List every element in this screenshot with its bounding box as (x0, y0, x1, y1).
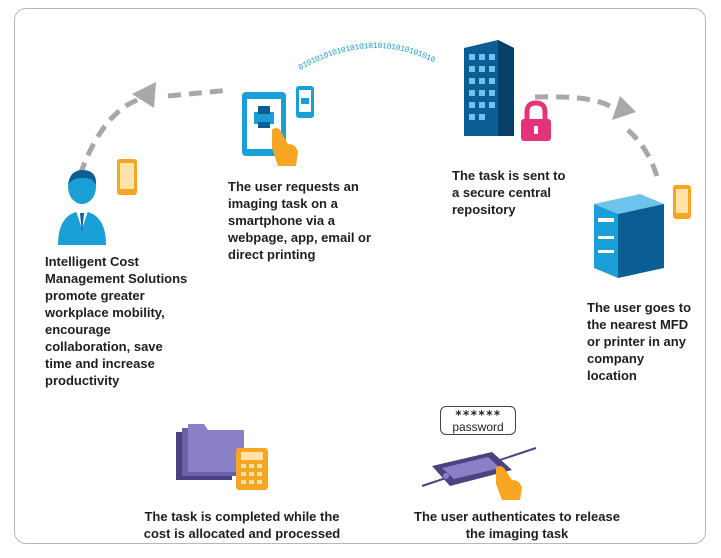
tablet-print-icon (242, 86, 314, 166)
smartphone-icon (117, 159, 137, 195)
calculator-icon (236, 448, 268, 490)
password-box: ****** password (440, 406, 516, 435)
step-request-text: The user requests an imaging task on a s… (228, 179, 372, 262)
password-label: password (452, 420, 504, 434)
arrowhead-left (132, 82, 156, 108)
padlock-icon (521, 100, 551, 141)
businessman-icon (58, 169, 106, 245)
step-authenticate-text: The user authenticates to release the im… (414, 509, 620, 541)
diagram-frame (14, 8, 706, 544)
arc-right-dashed-2 (626, 128, 661, 181)
step-complete-text: The task is completed while the cost is … (143, 509, 341, 541)
step-printer-text: The user goes to the nearest MFD or prin… (587, 300, 692, 383)
secure-building-icon (464, 40, 514, 136)
binary-stream: 0101010101010101010101010101010 (297, 42, 437, 73)
arc-left-dashed-2 (167, 87, 231, 99)
step-intro-text: Intelligent Cost Management Solutions pr… (45, 254, 188, 388)
arc-right-dashed (534, 94, 617, 112)
printer-smartphone-icon (673, 185, 691, 219)
card-reader-icon (421, 447, 537, 500)
multifunction-printer-icon (594, 194, 664, 278)
password-stars: ****** (454, 408, 502, 422)
arrowhead-right (612, 96, 636, 120)
folders-icon (176, 424, 244, 480)
step-repository-text: The task is sent to a secure central rep… (452, 168, 566, 217)
